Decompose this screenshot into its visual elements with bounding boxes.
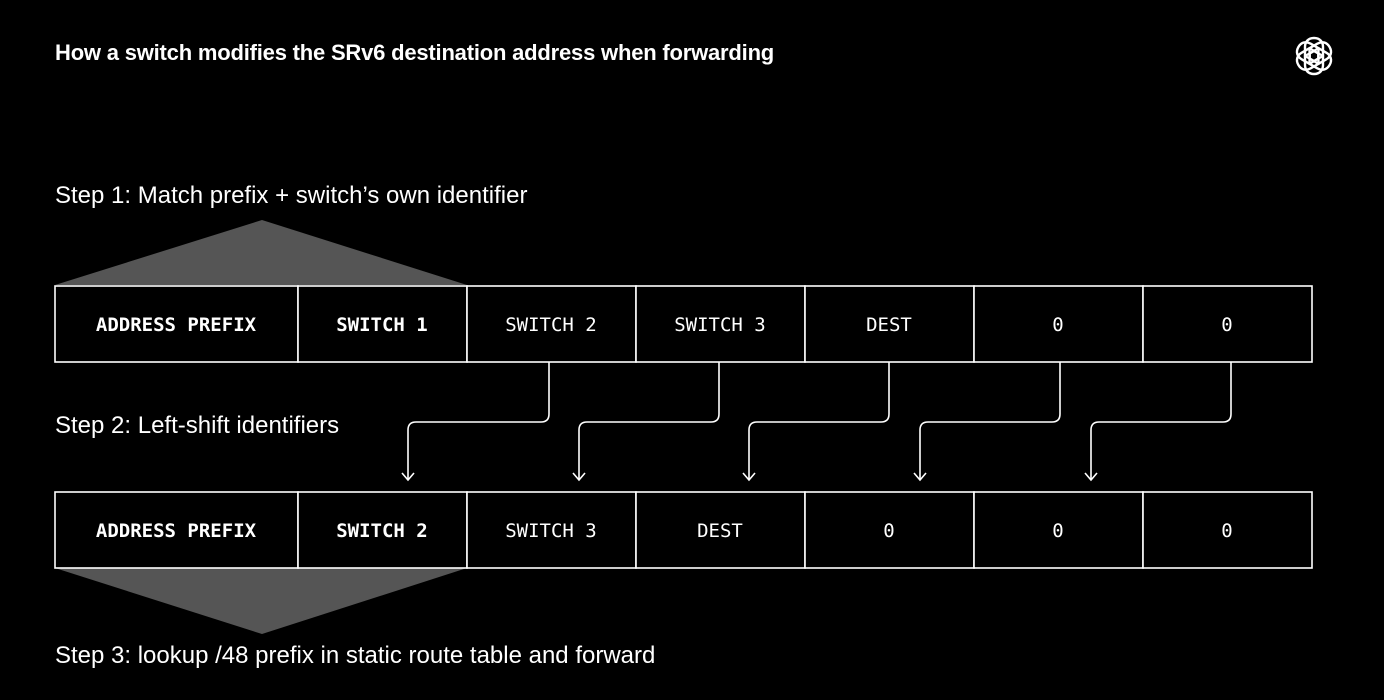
cell-label: ADDRESS PREFIX [96, 314, 257, 336]
address-cell [804, 491, 975, 569]
address-cell [466, 285, 637, 363]
cell-label: DEST [866, 314, 912, 336]
cell-label: SWITCH 3 [674, 314, 766, 336]
cell-label: SWITCH 3 [505, 520, 597, 542]
shift-connector [1090, 362, 1232, 479]
step-2-label: Step 2: Left-shift identifiers [55, 412, 340, 439]
address-cell [297, 285, 468, 363]
page-title: How a switch modifies the SRv6 destinati… [55, 40, 775, 65]
step-1-label: Step 1: Match prefix + switch’s own iden… [55, 182, 528, 209]
arrow-head [913, 472, 927, 482]
address-cell [54, 285, 299, 363]
lookup-highlight-band [55, 568, 467, 634]
match-highlight-band [55, 220, 467, 285]
cell-label: DEST [697, 520, 743, 542]
arrow-head [572, 472, 586, 482]
address-cell [1142, 491, 1313, 569]
arrow-head [742, 472, 756, 482]
cell-label: 0 [1221, 314, 1232, 336]
cell-label: 0 [1221, 520, 1232, 542]
before-address-row: ADDRESS PREFIX SWITCH 1 SWITCH 2 SWITCH … [54, 285, 1313, 363]
shift-connector [407, 362, 550, 479]
cell-label: 0 [1052, 314, 1063, 336]
shift-connector [919, 362, 1061, 479]
cell-label: SWITCH 2 [336, 520, 428, 542]
address-cell [1142, 285, 1313, 363]
address-cell [973, 285, 1144, 363]
arrow-head [401, 472, 415, 482]
arrow-head [1084, 472, 1098, 482]
step-3-label: Step 3: lookup /48 prefix in static rout… [55, 642, 656, 669]
address-cell [54, 491, 299, 569]
cell-label: SWITCH 1 [336, 314, 428, 336]
address-cell [635, 285, 806, 363]
after-address-row: ADDRESS PREFIX SWITCH 2 SWITCH 3 DEST 0 … [54, 491, 1313, 569]
cell-label: 0 [883, 520, 894, 542]
shift-connector [578, 362, 720, 479]
openai-logo-icon [1295, 36, 1333, 76]
cell-label: 0 [1052, 520, 1063, 542]
cell-label: SWITCH 2 [505, 314, 597, 336]
address-cell [973, 491, 1144, 569]
address-cell [466, 491, 637, 569]
shift-connector [748, 362, 890, 479]
cell-label: ADDRESS PREFIX [96, 520, 257, 542]
